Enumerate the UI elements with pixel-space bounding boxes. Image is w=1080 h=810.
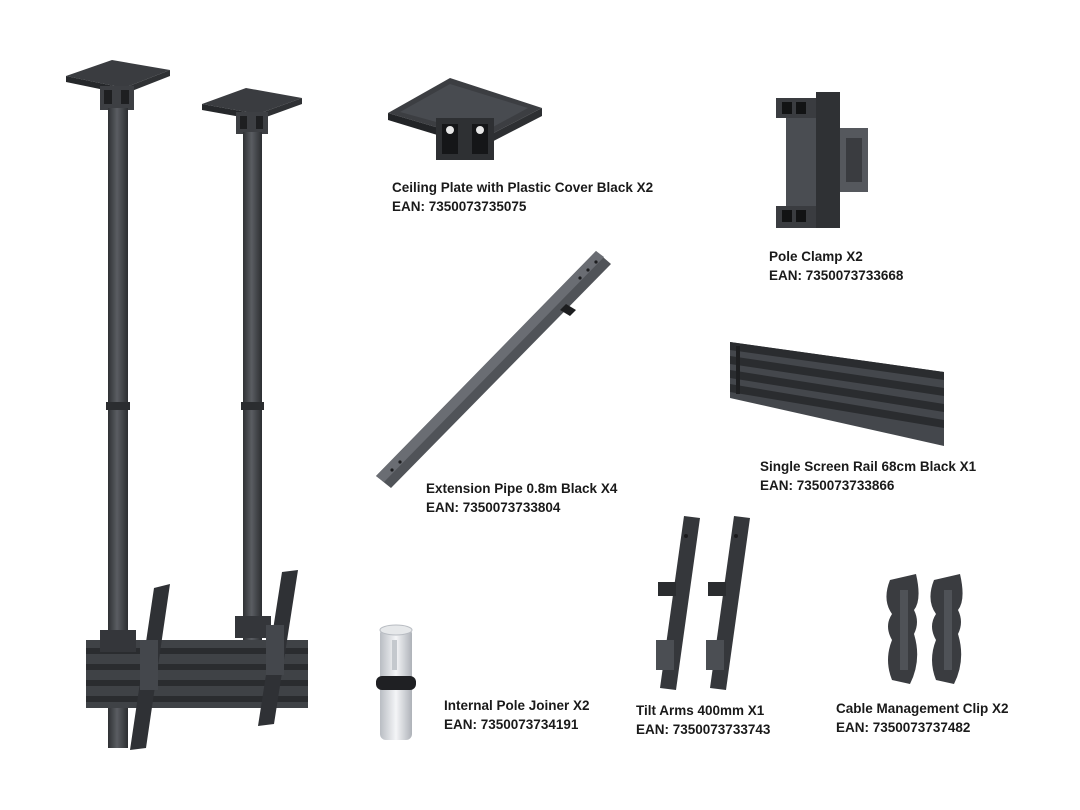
cable-clip-image xyxy=(886,574,963,684)
pole-joiner-image xyxy=(376,624,416,740)
screen-rail-ean: EAN: 7350073733866 xyxy=(760,478,895,493)
ceiling-plate-label: Ceiling Plate with Plastic Cover Black X… xyxy=(392,178,653,216)
pole-joiner-label: Internal Pole Joiner X2 EAN: 73500737341… xyxy=(444,696,590,734)
screen-rail-name: Single Screen Rail 68cm Black X1 xyxy=(760,459,977,474)
ceiling-plate-ean: EAN: 7350073735075 xyxy=(392,199,527,214)
tilt-arms-ean: EAN: 7350073733743 xyxy=(636,722,771,737)
pole-clamp-name: Pole Clamp X2 xyxy=(769,249,863,264)
pole-clamp-ean: EAN: 7350073733668 xyxy=(769,268,904,283)
cable-clip-label: Cable Management Clip X2 EAN: 7350073737… xyxy=(836,699,1009,737)
assembled-mount-image xyxy=(66,60,308,750)
extension-pipe-label: Extension Pipe 0.8m Black X4 EAN: 735007… xyxy=(426,479,617,517)
pole-joiner-ean: EAN: 7350073734191 xyxy=(444,717,579,732)
extension-pipe-image xyxy=(376,251,611,488)
pole-clamp-image xyxy=(776,92,868,228)
extension-pipe-name: Extension Pipe 0.8m Black X4 xyxy=(426,481,618,496)
extension-pipe-ean: EAN: 7350073733804 xyxy=(426,500,561,515)
tilt-arms-label: Tilt Arms 400mm X1 EAN: 7350073733743 xyxy=(636,701,770,739)
ceiling-plate-image xyxy=(388,78,542,160)
screen-rail-image xyxy=(730,342,944,446)
pole-joiner-name: Internal Pole Joiner X2 xyxy=(444,698,590,713)
cable-clip-name: Cable Management Clip X2 xyxy=(836,701,1009,716)
cable-clip-ean: EAN: 7350073737482 xyxy=(836,720,971,735)
tilt-arms-name: Tilt Arms 400mm X1 xyxy=(636,703,765,718)
pole-clamp-label: Pole Clamp X2 EAN: 7350073733668 xyxy=(769,247,903,285)
ceiling-plate-name: Ceiling Plate with Plastic Cover Black X… xyxy=(392,180,654,195)
tilt-arms-image xyxy=(656,516,750,690)
screen-rail-label: Single Screen Rail 68cm Black X1 EAN: 73… xyxy=(760,457,976,495)
